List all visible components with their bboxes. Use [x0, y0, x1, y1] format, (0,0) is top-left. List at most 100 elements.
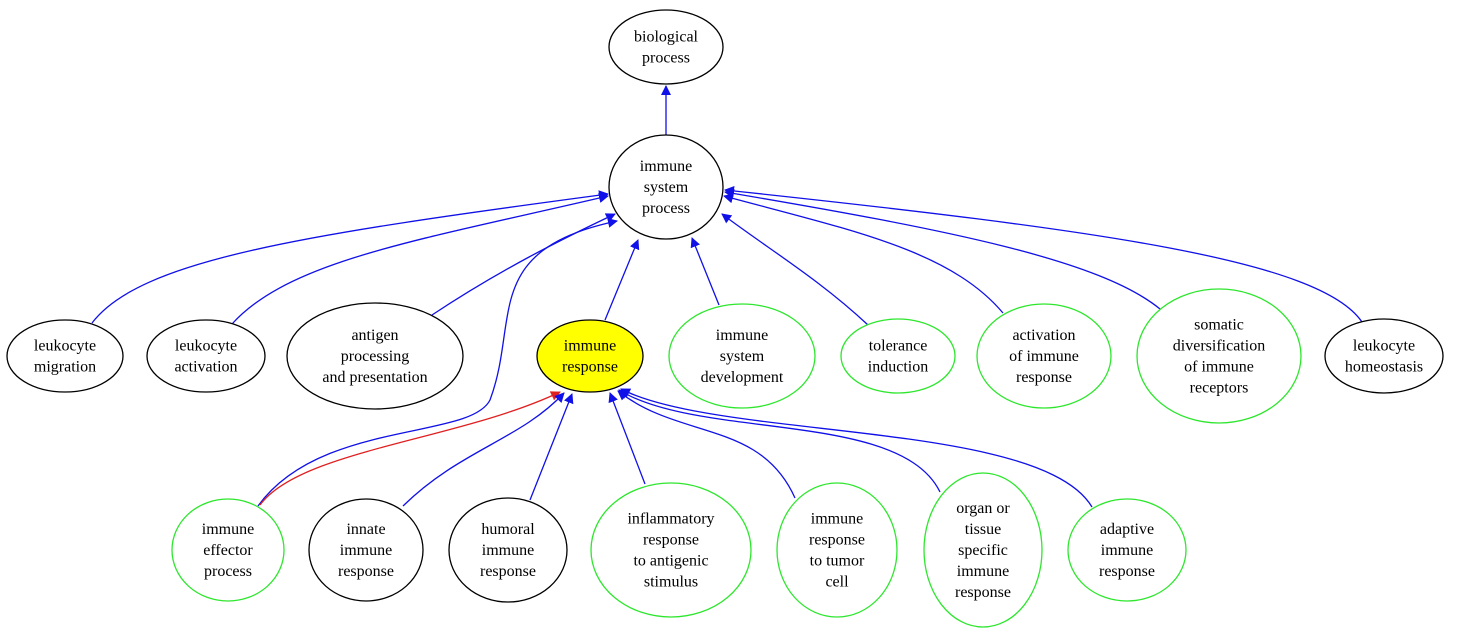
node-label-line: migration [34, 359, 96, 376]
node-immune-effector-process[interactable]: immune effector process [171, 498, 285, 602]
node-ellipse [286, 302, 464, 410]
node-tolerance-induction[interactable]: tolerance induction [840, 318, 956, 394]
node-label-line: response [1016, 369, 1072, 386]
node-label-line: immune [640, 158, 692, 175]
node-label-line: and presentation [322, 369, 427, 386]
node-ellipse [6, 319, 124, 393]
edge-innate-immune-response-to-immune-response [402, 392, 565, 507]
node-ellipse [776, 482, 898, 618]
node-ellipse [1067, 498, 1187, 602]
edge-inflammatory-response-to-immune-response [608, 392, 646, 485]
node-ellipse [840, 318, 956, 394]
node-ellipse [536, 319, 644, 393]
node-label-line: leukocyte [34, 338, 96, 355]
node-innate-immune-response[interactable]: innate immune response [308, 498, 424, 602]
node-ellipse [308, 498, 424, 602]
node-adaptive-immune-response[interactable]: adaptive immune response [1067, 498, 1187, 602]
edge-leukocyte-migration-to-immune-system-process [91, 190, 609, 324]
edge-tolerance-induction-to-immune-system-process [721, 213, 869, 326]
node-label-line: diversification [1173, 338, 1265, 355]
node-label-line: response [562, 359, 618, 376]
node-label-line: immune [957, 563, 1009, 580]
edge-antigen-processing-to-immune-system-process [431, 213, 616, 316]
node-label-line: cell [825, 574, 849, 591]
node-ellipse [146, 319, 266, 393]
edge-immune-effector-process-to-immune-system-process [257, 217, 618, 507]
node-label-line: immune [716, 327, 768, 344]
edge-immune-effector-process-to-immune-response [259, 391, 561, 506]
node-immune-response[interactable]: immune response [536, 319, 644, 393]
node-label-line: somatic [1194, 317, 1244, 334]
node-label-line: immune [340, 542, 392, 559]
node-somatic-diversification[interactable]: somatic diversification of immune receptors [1136, 288, 1302, 424]
node-inflammatory-response[interactable]: inflammatory response to antigenic stimulus [590, 482, 752, 618]
node-label-line: receptors [1190, 380, 1249, 397]
node-leukocyte-homeostasis[interactable]: leukocyte homeostasis [1324, 318, 1444, 394]
node-label-line: response [1099, 563, 1155, 580]
node-antigen-processing[interactable]: antigen processing and presentation [286, 302, 464, 410]
edge-organ-tissue-specific-to-immune-response [618, 389, 941, 493]
edge-adaptive-immune-response-to-immune-response [620, 388, 1093, 508]
edge-immune-system-development-to-immune-system-process [690, 237, 720, 306]
node-organ-tissue-specific[interactable]: organ or tissue specific immune response [923, 472, 1043, 628]
node-label-line: of immune [1184, 359, 1254, 376]
node-label-line: inflammatory [627, 511, 714, 528]
edge-immune-response-to-tumor-to-immune-response [617, 390, 796, 499]
node-label-line: response [643, 532, 699, 549]
node-label-line: immune [1101, 542, 1153, 559]
node-label-line: antigen [351, 327, 398, 344]
node-label-line: tissue [965, 521, 1001, 538]
node-label-line: leukocyte [175, 338, 237, 355]
edge-activation-of-immune-response-to-immune-system-process [723, 193, 1004, 314]
node-label-line: induction [868, 359, 928, 376]
edge-leukocyte-homeostasis-to-immune-system-process [724, 185, 1363, 323]
node-label-line: effector [203, 542, 253, 559]
node-activation-of-immune-response[interactable]: activation of immune response [976, 303, 1112, 409]
node-label-line: response [480, 563, 536, 580]
node-label-line: activation [1012, 327, 1075, 344]
node-label-line: specific [958, 542, 1008, 559]
node-ellipse [1136, 288, 1302, 424]
edge-leukocyte-activation-to-immune-system-process [231, 193, 609, 325]
node-ellipse [976, 303, 1112, 409]
node-label-line: response [809, 532, 865, 549]
node-label-line: to antigenic [633, 553, 708, 570]
node-label-line: development [701, 369, 784, 386]
node-label-line: biological [634, 29, 699, 46]
node-ellipse [668, 303, 816, 409]
node-label-line: process [204, 563, 252, 580]
node-label-line: immune [202, 521, 254, 538]
node-label-line: leukocyte [1353, 338, 1415, 355]
node-label-line: immune [811, 511, 863, 528]
node-humoral-immune-response[interactable]: humoral immune response [448, 497, 568, 603]
node-label-line: humoral [481, 521, 535, 538]
node-ellipse [923, 472, 1043, 628]
node-label-line: adaptive [1100, 521, 1154, 538]
node-ellipse [1324, 318, 1444, 394]
edges-layer [91, 85, 1363, 508]
node-label-line: tolerance [869, 338, 928, 355]
node-label-line: innate [346, 521, 385, 538]
node-label-line: immune [482, 542, 534, 559]
edge-somatic-diversification-to-immune-system-process [724, 188, 1161, 310]
node-label-line: organ or [956, 500, 1010, 517]
node-leukocyte-migration[interactable]: leukocyte migration [6, 319, 124, 393]
node-leukocyte-activation[interactable]: leukocyte activation [146, 319, 266, 393]
node-label-line: of immune [1009, 348, 1079, 365]
node-ellipse [448, 497, 568, 603]
node-label-line: stimulus [644, 574, 698, 591]
node-label-line: processing [341, 348, 409, 365]
edge-humoral-immune-response-to-immune-response [529, 393, 574, 501]
node-label-line: immune [564, 338, 616, 355]
node-label-line: process [642, 200, 690, 217]
node-label-line: response [338, 563, 394, 580]
node-label-line: activation [174, 359, 237, 376]
node-label-line: homeostasis [1345, 359, 1423, 376]
node-ellipse [608, 134, 724, 240]
node-label-line: response [955, 584, 1011, 601]
